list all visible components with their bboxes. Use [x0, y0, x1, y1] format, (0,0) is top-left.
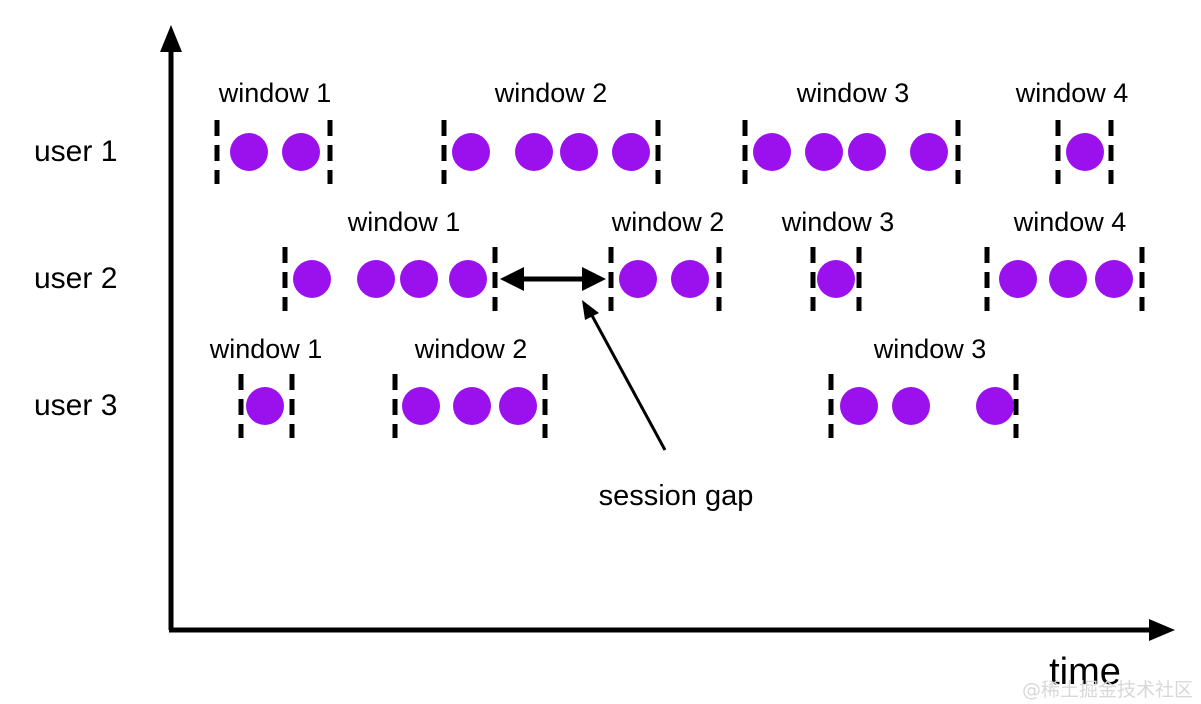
user-1-window-1: window 1	[214, 78, 333, 184]
session-gap-arrow-icon	[500, 267, 606, 291]
event-dot	[840, 387, 878, 425]
event-dot	[848, 133, 886, 171]
event-dot	[753, 133, 791, 171]
window-label: window 1	[347, 207, 461, 237]
event-dot	[452, 133, 490, 171]
event-dot	[1049, 260, 1087, 298]
axes-group	[160, 25, 1175, 641]
user-3-window-2: window 2	[392, 334, 548, 438]
session-gap-arrow-right-head	[582, 267, 606, 291]
event-dot	[560, 133, 598, 171]
user-2-window-1: window 1	[282, 207, 498, 311]
event-dot	[1066, 133, 1104, 171]
user-2-window-2: window 2	[608, 207, 725, 311]
event-dot	[293, 260, 331, 298]
event-dot	[817, 260, 855, 298]
row-label-user-3: user 3	[34, 389, 117, 422]
event-dot	[671, 260, 709, 298]
user-1-row: window 1 window 2 window 3	[214, 78, 1129, 184]
session-gap-callout: session gap	[582, 300, 753, 512]
window-label: window 3	[781, 207, 895, 237]
row-label-user-2: user 2	[34, 262, 117, 295]
event-dot	[619, 260, 657, 298]
window-label: window 2	[494, 78, 608, 108]
event-dot	[230, 133, 268, 171]
window-label: window 4	[1013, 207, 1127, 237]
event-dot	[453, 387, 491, 425]
event-dot	[999, 260, 1037, 298]
event-dot	[449, 260, 487, 298]
event-dot	[515, 133, 553, 171]
event-dot	[892, 387, 930, 425]
user-3-row: window 1 window 2 window 3	[209, 334, 1019, 438]
user-1-window-2: window 2	[441, 78, 661, 184]
x-axis-label-time: time	[1049, 651, 1121, 693]
window-label: window 3	[796, 78, 910, 108]
session-gap-callout-arrow-icon	[582, 300, 599, 320]
x-axis-arrow-icon	[1149, 619, 1175, 641]
event-dot	[805, 133, 843, 171]
window-label: window 2	[414, 334, 528, 364]
event-dot	[402, 387, 440, 425]
event-dot	[910, 133, 948, 171]
user-2-window-3: window 3	[781, 207, 895, 311]
session-gap-arrow-left-head	[500, 267, 524, 291]
window-label: window 1	[218, 78, 332, 108]
window-label: window 2	[611, 207, 725, 237]
event-dot	[499, 387, 537, 425]
row-label-user-1: user 1	[34, 135, 117, 168]
watermark-text: @稀土掘金技术社区	[1022, 679, 1193, 701]
window-label: window 4	[1015, 78, 1129, 108]
event-dot	[1095, 260, 1133, 298]
user-1-window-3: window 3	[742, 78, 961, 184]
event-dot	[976, 387, 1014, 425]
event-dot	[400, 260, 438, 298]
user-3-window-3: window 3	[828, 334, 1019, 438]
event-dot	[246, 387, 284, 425]
event-dot	[357, 260, 395, 298]
window-label: window 1	[209, 334, 323, 364]
session-gap-callout-line	[587, 309, 667, 451]
event-dot	[282, 133, 320, 171]
session-gap-label: session gap	[599, 480, 754, 512]
window-label: window 3	[873, 334, 987, 364]
user-2-row: window 1 window 2	[282, 207, 1145, 311]
user-2-window-4: window 4	[984, 207, 1145, 311]
y-axis-arrow-icon	[160, 25, 182, 52]
event-dot	[612, 133, 650, 171]
user-3-window-1: window 1	[209, 334, 323, 438]
user-1-window-4: window 4	[1015, 78, 1129, 184]
